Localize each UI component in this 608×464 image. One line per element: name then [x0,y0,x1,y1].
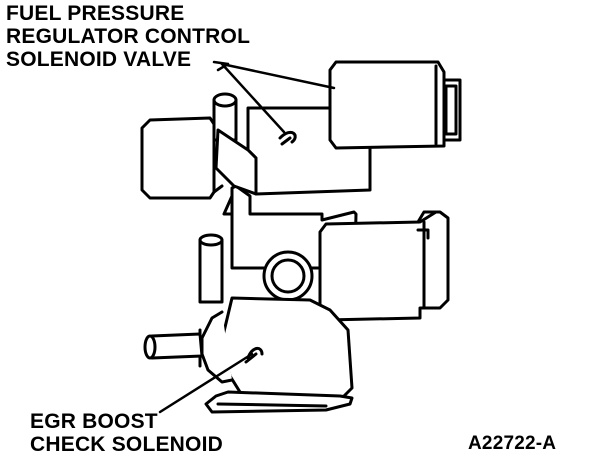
lower-mounting-flange [204,390,354,414]
bracket-port [262,250,314,302]
fuel-pressure-regulator-label-line2: REGULATOR CONTROL [6,25,251,48]
lower-electrical-connector [318,210,450,322]
upper-left-cap [140,116,224,200]
egr-boost-check-label: EGR BOOST CHECK SOLENOID [30,410,223,456]
callout-leaders [158,60,336,414]
upper-electrical-connector [328,60,462,150]
egr-boost-check-solenoid [143,296,354,402]
lower-vacuum-nipple [198,233,224,304]
fuel-pressure-regulator-label-line1: FUEL PRESSURE [6,2,185,25]
figure-id: A22722-A [468,433,557,454]
fuel-pressure-regulator-label-line3: SOLENOID VALVE [6,48,192,71]
fuel-pressure-regulator-label: FUEL PRESSURE REGULATOR CONTROL SOLENOID… [6,2,250,71]
egr-boost-check-label-line2: CHECK SOLENOID [30,433,223,456]
egr-boost-check-label-line1: EGR BOOST [30,410,158,433]
